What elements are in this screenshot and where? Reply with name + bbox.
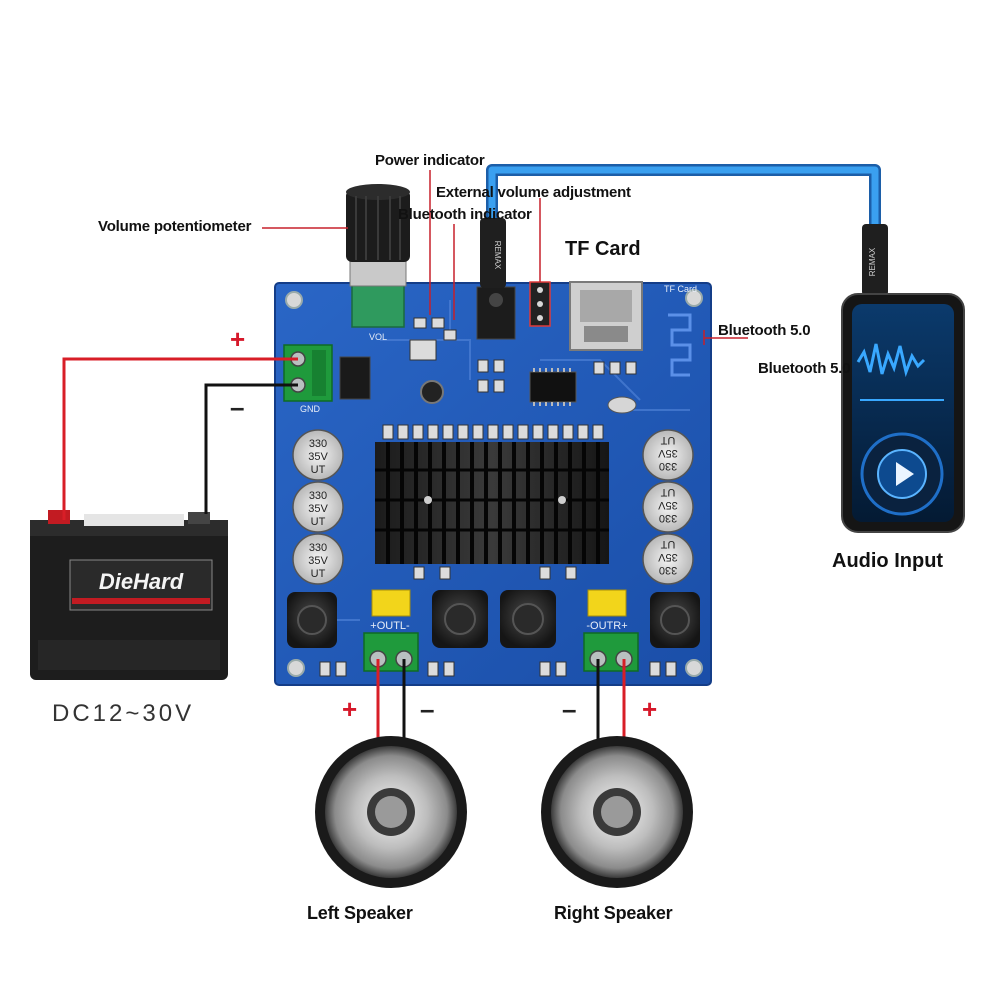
svg-text:330: 330: [309, 490, 327, 502]
dc-voltage-label: DC12~30V: [52, 700, 195, 727]
audio-cable: REMAX REMAX: [480, 164, 888, 296]
outl-label: +OUTL-: [370, 620, 410, 632]
audio-input-label: Audio Input: [832, 550, 944, 572]
amplifier-board: 330 35V UT 330 35V UT 330 35V UT 330 35V: [274, 281, 712, 686]
callout-lines: [262, 170, 748, 345]
svg-text:330: 330: [309, 438, 327, 450]
bluetooth-antenna: [668, 313, 692, 377]
tf-card-slot: [569, 281, 643, 351]
svg-text:330: 330: [659, 564, 677, 576]
svg-text:35V: 35V: [308, 555, 328, 567]
left-speaker-label: Left Speaker: [307, 903, 413, 923]
battery: DieHard: [30, 510, 228, 680]
capacitor: 330 35V UT: [642, 481, 694, 533]
crystal: [607, 396, 637, 414]
capacitor: 330 35V UT: [642, 429, 694, 481]
svg-text:330: 330: [659, 460, 677, 472]
wires: [62, 357, 626, 746]
volume-knob: [346, 184, 410, 287]
battery-minus-sign: –: [230, 392, 245, 422]
right-minus-sign: –: [562, 694, 577, 724]
outr-label: -OUTR+: [586, 620, 627, 632]
svg-text:UT: UT: [660, 538, 675, 550]
capacitor: 330 35V UT: [292, 533, 344, 585]
phone: [841, 293, 965, 533]
tf-card-pcb-label: TF Card: [664, 284, 697, 294]
right-plus-sign: +: [642, 694, 658, 724]
external-volume-header: [529, 281, 551, 327]
gnd-label: GND: [300, 404, 321, 414]
small-capacitor: [420, 380, 444, 404]
volume-potentiometer-label: Volume potentiometer: [98, 218, 252, 235]
right-output-terminal: [583, 632, 639, 672]
battery-plus-sign: +: [230, 324, 246, 354]
regulator-chip: [339, 356, 371, 400]
capacitor: 330 35V UT: [642, 533, 694, 585]
svg-text:UT: UT: [660, 434, 675, 446]
yellow-capacitor: [371, 589, 411, 617]
svg-text:35V: 35V: [658, 551, 678, 563]
inductor: [500, 590, 556, 648]
svg-text:35V: 35V: [658, 447, 678, 459]
battery-brand: DieHard: [99, 569, 184, 594]
cable-brand-left: REMAX: [493, 241, 502, 270]
svg-text:UT: UT: [311, 464, 326, 476]
bluetooth-label: Bluetooth 5.0: [718, 322, 811, 339]
vol-label: VOL: [369, 332, 387, 342]
capacitor: 330 35V UT: [292, 481, 344, 533]
dsp-chip: [529, 371, 577, 403]
inductor: [650, 592, 700, 648]
svg-text:330: 330: [659, 512, 677, 524]
power-input-terminal: [283, 344, 333, 402]
yellow-capacitor: [587, 589, 627, 617]
svg-text:35V: 35V: [658, 499, 678, 511]
heatsink: [375, 442, 609, 564]
right-speaker: [541, 736, 693, 888]
svg-text:35V: 35V: [308, 451, 328, 463]
potentiometer-body: [351, 282, 405, 328]
external-volume-label: External volume adjustment: [436, 184, 631, 201]
cable-brand-right: REMAX: [868, 247, 877, 276]
capacitor: 330 35V UT: [292, 429, 344, 481]
tf-card-label: TF Card: [565, 238, 641, 260]
svg-text:UT: UT: [311, 568, 326, 580]
svg-text:35V: 35V: [308, 503, 328, 515]
bluetooth-indicator-label: Bluetooth indicator: [398, 206, 532, 223]
left-plus-sign: +: [342, 694, 358, 724]
power-indicator-label: Power indicator: [375, 152, 485, 169]
svg-text:330: 330: [309, 542, 327, 554]
inductor: [432, 590, 488, 648]
left-minus-sign: –: [420, 694, 435, 724]
inductor: [287, 592, 337, 648]
bluetooth-label-secondary: Bluetooth 5.0: [758, 360, 851, 377]
svg-text:UT: UT: [311, 516, 326, 528]
svg-text:UT: UT: [660, 486, 675, 498]
right-speaker-label: Right Speaker: [554, 903, 673, 923]
left-output-terminal: [363, 632, 419, 672]
left-speaker: [315, 736, 467, 888]
